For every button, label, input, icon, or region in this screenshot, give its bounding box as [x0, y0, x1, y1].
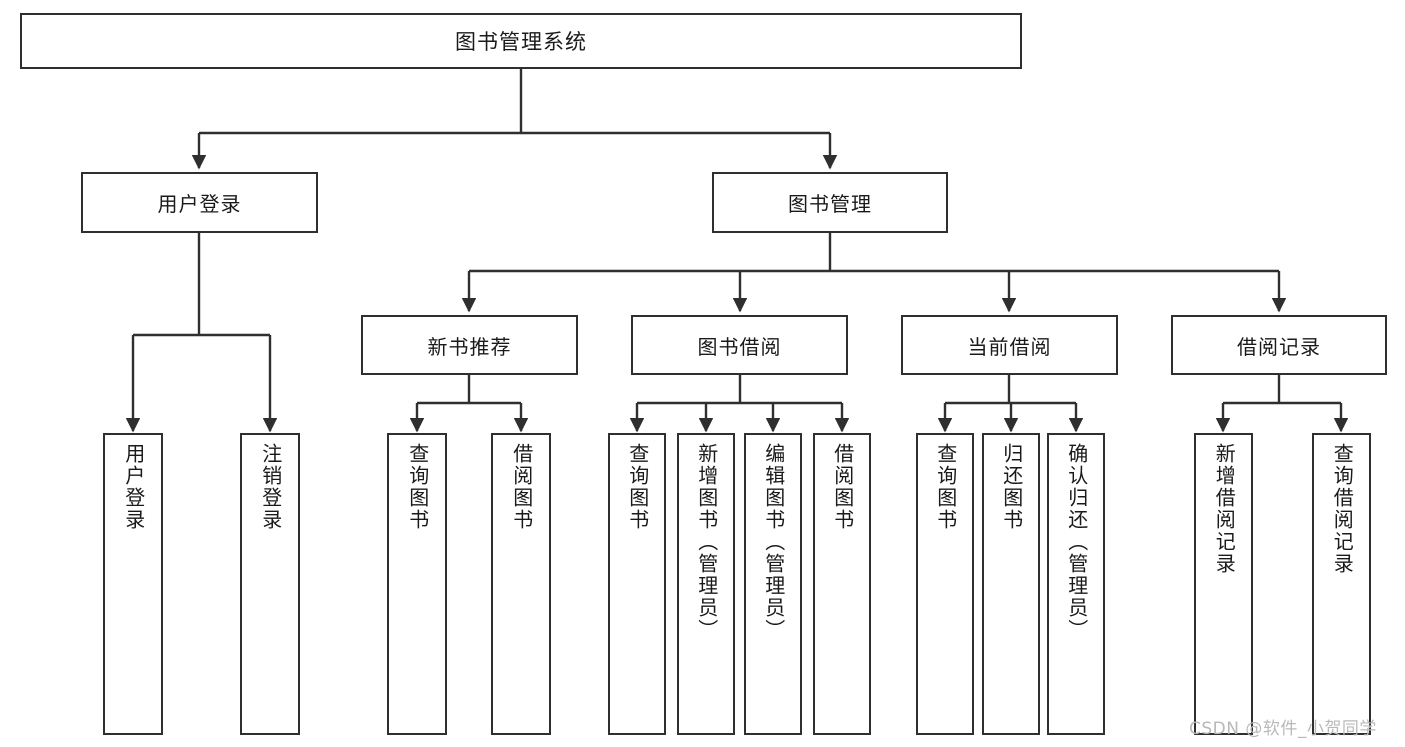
- node-user-login-label: 用户登录: [157, 192, 242, 216]
- leaf-current-2[interactable]: 确认归还（管理员）: [1047, 433, 1105, 735]
- node-user-login[interactable]: 用户登录: [81, 172, 318, 233]
- node-borrow-record[interactable]: 借阅记录: [1171, 315, 1387, 375]
- csdn-watermark: CSDN @软件_小贺同学: [1189, 719, 1377, 739]
- leaf-borrow-0-label: 查询图书: [625, 443, 650, 531]
- leaf-user-login-0[interactable]: 用户登录: [103, 433, 163, 735]
- node-borrow-record-label: 借阅记录: [1237, 334, 1321, 359]
- leaf-borrow-3-label: 借阅图书: [830, 443, 855, 531]
- leaf-user-login-1[interactable]: 注销登录: [240, 433, 300, 735]
- leaf-record-1-label: 查询借阅记录: [1330, 443, 1355, 575]
- node-root[interactable]: 图书管理系统: [20, 13, 1022, 69]
- leaf-borrow-2[interactable]: 编辑图书（管理员）: [744, 433, 802, 735]
- leaf-current-1[interactable]: 归还图书: [982, 433, 1040, 735]
- leaf-record-0-label: 新增借阅记录: [1212, 443, 1237, 575]
- node-current-borrow-label: 当前借阅: [967, 334, 1052, 359]
- leaf-record-1[interactable]: 查询借阅记录: [1312, 433, 1371, 735]
- leaf-borrow-2-label: 编辑图书（管理员）: [761, 443, 786, 641]
- node-book-management[interactable]: 图书管理: [712, 172, 948, 233]
- node-book-borrow-label: 图书借阅: [697, 334, 782, 359]
- leaf-current-1-label: 归还图书: [999, 443, 1024, 531]
- leaf-new-book-1-label: 借阅图书: [509, 443, 534, 531]
- node-root-label: 图书管理系统: [455, 30, 587, 54]
- leaf-borrow-1-label: 新增图书（管理员）: [694, 443, 719, 641]
- leaf-user-login-1-label: 注销登录: [258, 443, 283, 531]
- leaf-borrow-0[interactable]: 查询图书: [608, 433, 666, 735]
- leaf-new-book-0-label: 查询图书: [405, 443, 430, 531]
- leaf-current-0[interactable]: 查询图书: [916, 433, 974, 735]
- leaf-borrow-3[interactable]: 借阅图书: [813, 433, 871, 735]
- node-book-borrow[interactable]: 图书借阅: [631, 315, 848, 375]
- node-new-book-recommend[interactable]: 新书推荐: [361, 315, 578, 375]
- leaf-new-book-1[interactable]: 借阅图书: [491, 433, 551, 735]
- node-new-book-recommend-label: 新书推荐: [427, 334, 512, 359]
- node-current-borrow[interactable]: 当前借阅: [901, 315, 1118, 375]
- leaf-borrow-1[interactable]: 新增图书（管理员）: [677, 433, 735, 735]
- node-book-management-label: 图书管理: [788, 192, 872, 216]
- leaf-user-login-0-label: 用户登录: [121, 443, 146, 531]
- leaf-record-0[interactable]: 新增借阅记录: [1194, 433, 1253, 735]
- leaf-current-0-label: 查询图书: [933, 443, 958, 531]
- leaf-current-2-label: 确认归还（管理员）: [1064, 443, 1089, 641]
- leaf-new-book-0[interactable]: 查询图书: [387, 433, 447, 735]
